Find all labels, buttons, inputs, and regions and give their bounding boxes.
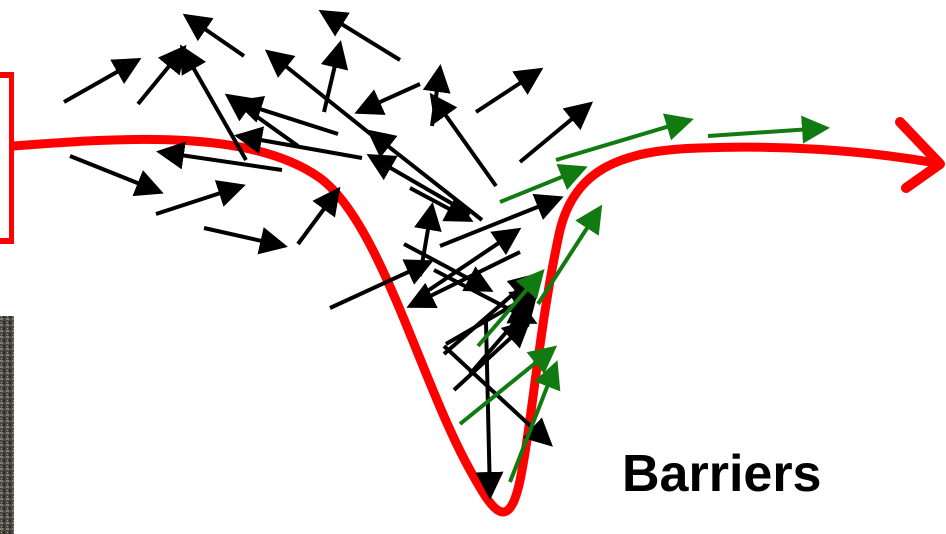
random-arrow — [354, 82, 421, 115]
random-arrow — [203, 226, 288, 255]
random-arrow — [156, 141, 283, 172]
random-arrow — [318, 9, 402, 62]
crossing-arrow — [476, 268, 545, 348]
random-arrow — [403, 242, 494, 292]
random-arrow — [264, 49, 380, 142]
crossing-arrow — [458, 345, 558, 426]
successful-crossing-arrows — [458, 113, 830, 483]
crossing-arrow — [499, 164, 588, 204]
crossing-arrow — [536, 204, 603, 306]
random-arrow — [63, 58, 142, 104]
random-arrow — [474, 67, 544, 114]
random-arrow — [69, 154, 164, 197]
random-arrow — [329, 259, 434, 310]
crossing-arrow — [508, 360, 561, 483]
random-arrow — [424, 227, 522, 294]
random-arrow — [155, 180, 246, 216]
left-red-frame-inner — [0, 78, 9, 238]
random-arrow — [182, 13, 246, 58]
random-arrow — [234, 126, 363, 160]
random-arrow — [406, 250, 521, 308]
random-arrow — [444, 289, 540, 346]
random-arrow — [429, 92, 498, 188]
random-arrow — [136, 44, 187, 106]
curve-arrowhead — [895, 117, 945, 193]
random-arrow — [234, 95, 339, 136]
random-arrow — [180, 44, 248, 161]
random-arrow — [296, 186, 341, 246]
crossing-arrow — [555, 113, 694, 162]
barriers-label: Barriers — [622, 445, 822, 503]
energy-barrier-curve — [9, 134, 935, 517]
random-arrow — [439, 193, 564, 248]
random-arrow — [475, 321, 504, 500]
random-arrow — [366, 153, 472, 216]
crossing-arrow — [707, 115, 830, 144]
random-arrow — [518, 101, 594, 164]
left-photo-fragment — [0, 316, 14, 534]
random-motion-arrows — [63, 9, 594, 500]
random-arrow — [452, 319, 531, 392]
